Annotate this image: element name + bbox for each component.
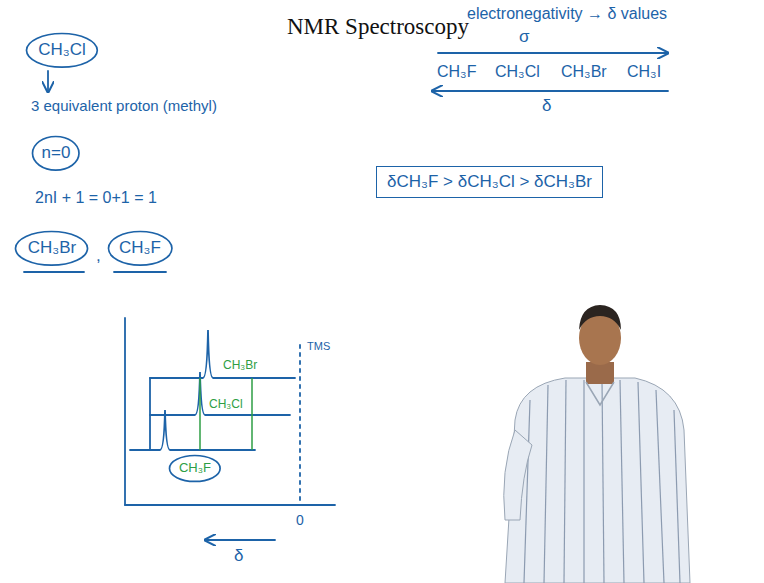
node-text: CH₃F [179,460,211,476]
handwritten-note: electronegativity → δ values [466,4,668,23]
boxed-inequality: δCH₃F > δCH₃Cl > δCH₃Br [376,166,603,198]
node-text: CH₃Br [28,238,76,258]
compound-label: CH₃F [436,62,477,81]
guide-line [199,378,201,450]
compound-label: CH₃Cl [494,62,541,81]
spectrum-trace [130,410,255,450]
circled-term: CH₃Br [14,230,89,267]
node-text: n=0 [42,143,71,163]
spectrum-trace [150,330,295,378]
delta-arrow [432,90,668,92]
guide-line [149,378,151,450]
compound-label: CH₃I [626,62,662,81]
handwritten-note: 3 equivalent proton (methyl) [30,97,218,115]
circled-term: CH₃F [107,230,173,267]
circled-term: n=0 [31,135,80,172]
guide-line [251,378,253,450]
slide-title: NMR Spectroscopy [287,14,469,40]
circle-outline [27,33,98,67]
symbol-label: σ [518,27,531,47]
circled-term: CH₃F [168,454,222,483]
separator: , [95,246,102,266]
y-axis [124,318,126,505]
peak-label: CH₃Cl [208,397,244,411]
reference-label: TMS [306,340,331,353]
equation: 2nI + 1 = 0+1 = 1 [34,188,158,207]
circled-term: CH₃Cl [25,32,99,69]
underline [114,271,166,273]
circle-outline [16,231,88,265]
compound-label: CH₃Br [560,62,608,81]
spectrum-trace [150,372,290,415]
tms-line [299,345,301,500]
x-axis [125,504,335,506]
peak-label: CH₃Br [222,358,258,372]
circle-outline [33,136,79,170]
lecturer-figure [504,305,690,583]
delta-axis-arrow [205,539,275,541]
underline [24,271,84,273]
axis-tick: 0 [295,512,305,529]
circle-outline [170,455,221,481]
sigma-arrow [438,52,668,54]
node-text: CH₃F [119,238,161,258]
circle-outline [108,231,171,265]
axis-label: δ [233,546,244,566]
node-text: δCH₃F > δCH₃Cl > δCH₃Br [387,172,592,192]
down-arrow [47,71,49,92]
node-text: CH₃Cl [38,40,86,60]
symbol-label: δ [541,96,552,116]
